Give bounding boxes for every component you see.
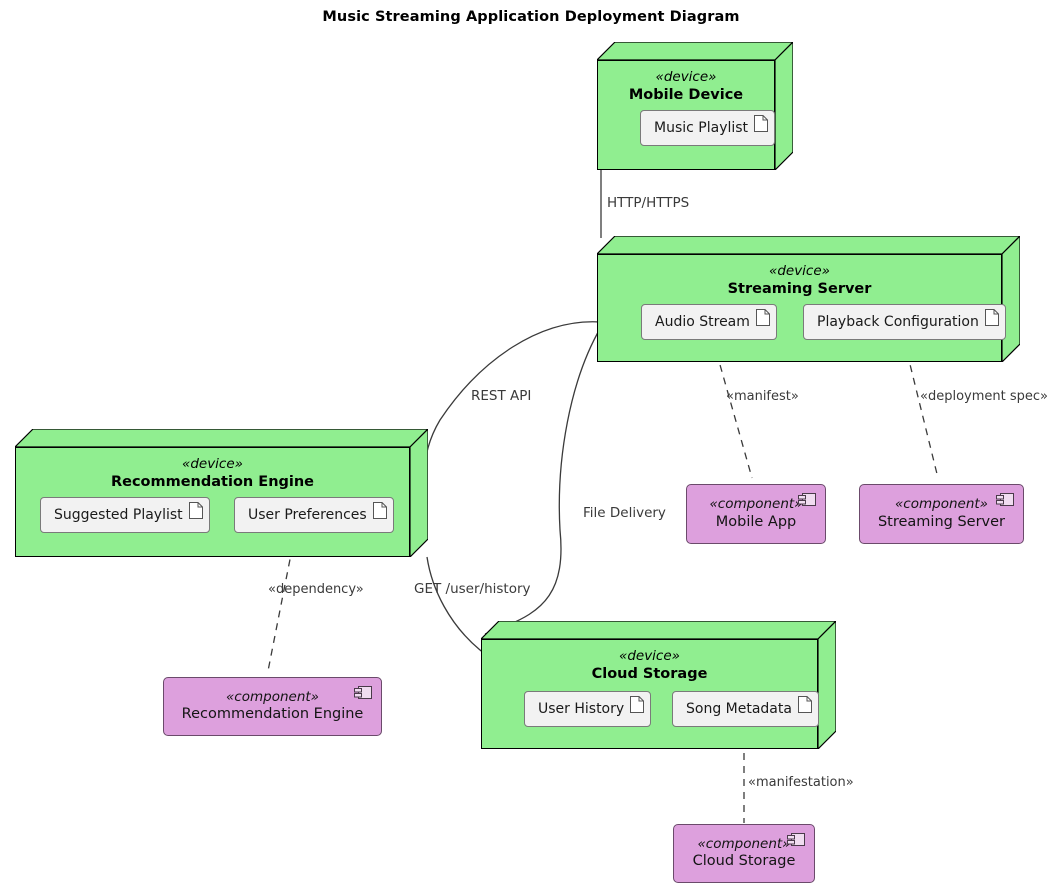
component-icon bbox=[787, 833, 805, 846]
node-front-face: «device» Cloud Storage User History Song… bbox=[481, 639, 819, 749]
edge-label-file-delivery: File Delivery bbox=[583, 505, 666, 521]
artifact-label: Playback Configuration bbox=[817, 314, 979, 330]
node-name: Cloud Storage bbox=[591, 665, 708, 682]
artifact-label: User History bbox=[538, 701, 625, 717]
artifact-user-history[interactable]: User History bbox=[524, 691, 652, 727]
artifact-music-playlist[interactable]: Music Playlist bbox=[640, 110, 776, 146]
artifact-label: Suggested Playlist bbox=[54, 507, 183, 523]
edge-label-dependency: «dependency» bbox=[268, 582, 364, 597]
component-icon bbox=[354, 686, 372, 699]
edge-label-manifest: «manifest» bbox=[726, 389, 799, 404]
artifact-document-icon bbox=[630, 696, 645, 713]
component-name: Mobile App bbox=[715, 513, 797, 530]
component-stereotype: «component» bbox=[697, 835, 791, 852]
edge-label-deployment-spec: «deployment spec» bbox=[920, 389, 1048, 404]
component-stereotype: «component» bbox=[225, 688, 320, 705]
component-stereotype: «component» bbox=[894, 496, 989, 513]
component-stereotype: «component» bbox=[709, 496, 803, 513]
edge-label-rest-api: REST API bbox=[471, 388, 532, 404]
component-icon bbox=[798, 493, 816, 506]
artifact-audio-stream[interactable]: Audio Stream bbox=[641, 304, 777, 340]
artifact-document-icon bbox=[372, 502, 387, 519]
component-cloud-storage[interactable]: «component» Cloud Storage bbox=[673, 824, 815, 883]
device-node-recommendation-engine[interactable]: «device» Recommendation Engine Suggested… bbox=[15, 429, 428, 557]
artifact-document-icon bbox=[754, 115, 769, 132]
edge-label-http-https: HTTP/HTTPS bbox=[607, 195, 690, 211]
node-header: «device» Cloud Storage bbox=[482, 648, 817, 683]
device-node-mobile-device[interactable]: «device» Mobile Device Music Playlist bbox=[597, 42, 793, 170]
node-name: Streaming Server bbox=[727, 280, 872, 297]
node-stereotype: «device» bbox=[768, 263, 830, 279]
node-front-face: «device» Mobile Device Music Playlist bbox=[597, 60, 776, 170]
node-header: «device» Recommendation Engine bbox=[16, 456, 409, 491]
page-title: Music Streaming Application Deployment D… bbox=[322, 9, 740, 25]
component-streaming-server[interactable]: «component» Streaming Server bbox=[859, 484, 1024, 544]
component-name: Recommendation Engine bbox=[181, 706, 364, 723]
node-header: «device» Mobile Device bbox=[598, 69, 774, 104]
edge-label-get-user-history: GET /user/history bbox=[414, 581, 531, 597]
edge-label-manifestation: «manifestation» bbox=[748, 775, 854, 790]
component-mobile-app[interactable]: «component» Mobile App bbox=[686, 484, 826, 544]
component-icon bbox=[996, 493, 1014, 506]
artifact-document-icon bbox=[797, 696, 812, 713]
node-stereotype: «device» bbox=[181, 456, 243, 472]
artifact-playback-configuration[interactable]: Playback Configuration bbox=[803, 304, 1006, 340]
component-recommendation-engine[interactable]: «component» Recommendation Engine bbox=[163, 677, 382, 736]
node-name: Mobile Device bbox=[628, 86, 744, 103]
node-header: «device» Streaming Server bbox=[598, 263, 1001, 298]
node-front-face: «device» Recommendation Engine Suggested… bbox=[15, 447, 410, 557]
device-node-cloud-storage[interactable]: «device» Cloud Storage User History Song… bbox=[481, 621, 836, 749]
artifact-label: Music Playlist bbox=[654, 120, 749, 136]
component-name: Streaming Server bbox=[877, 513, 1006, 530]
component-name: Cloud Storage bbox=[692, 853, 796, 870]
device-node-streaming-server[interactable]: «device» Streaming Server Audio Stream P… bbox=[597, 236, 1020, 362]
artifact-document-icon bbox=[188, 502, 203, 519]
node-front-face: «device» Streaming Server Audio Stream P… bbox=[597, 254, 1006, 362]
artifact-document-icon bbox=[755, 309, 770, 326]
node-stereotype: «device» bbox=[655, 69, 717, 85]
artifact-song-metadata[interactable]: Song Metadata bbox=[672, 691, 819, 727]
artifact-label: User Preferences bbox=[248, 507, 367, 523]
artifact-user-preferences[interactable]: User Preferences bbox=[234, 497, 394, 533]
artifact-label: Audio Stream bbox=[655, 314, 750, 330]
node-stereotype: «device» bbox=[618, 648, 680, 664]
artifact-suggested-playlist[interactable]: Suggested Playlist bbox=[40, 497, 210, 533]
node-name: Recommendation Engine bbox=[110, 473, 315, 490]
artifact-label: Song Metadata bbox=[686, 701, 792, 717]
artifact-document-icon bbox=[984, 309, 999, 326]
